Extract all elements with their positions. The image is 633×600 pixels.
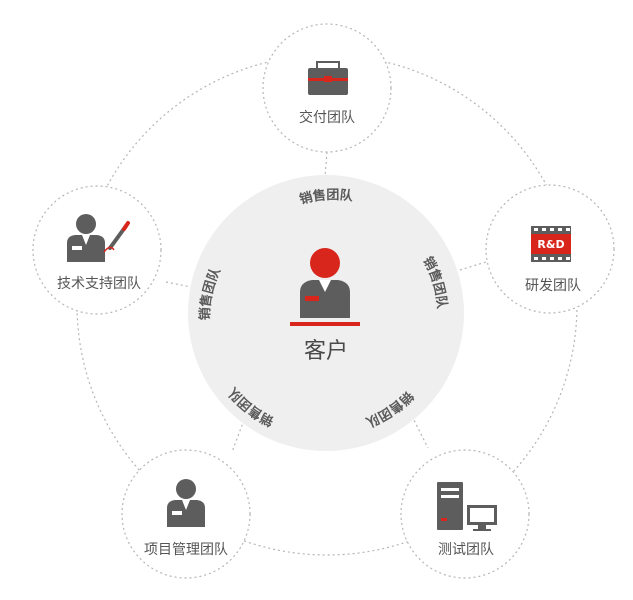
node-label-support: 技术支持团队 bbox=[57, 276, 141, 292]
spoke-top bbox=[324, 151, 328, 177]
spoke-bottom-left bbox=[231, 419, 245, 453]
spoke-right bbox=[459, 261, 487, 271]
rd-badge-text: R&D bbox=[537, 238, 564, 251]
node-label-rd: 研发团队 bbox=[525, 278, 581, 294]
node-pm-team[interactable]: 项目管理团队 bbox=[121, 449, 251, 579]
computer-icon bbox=[437, 482, 497, 531]
node-testing-team[interactable]: 测试团队 bbox=[400, 449, 530, 579]
node-support-team[interactable]: 技术支持团队 bbox=[32, 185, 162, 315]
node-label-testing: 测试团队 bbox=[438, 542, 494, 558]
center-label: 客户 bbox=[304, 339, 348, 364]
node-label-delivery: 交付团队 bbox=[299, 109, 355, 126]
briefcase-icon bbox=[308, 61, 348, 95]
customer-person-icon bbox=[290, 248, 360, 326]
node-delivery-team[interactable]: 交付团队 bbox=[262, 23, 392, 153]
node-label-pm: 项目管理团队 bbox=[144, 542, 228, 558]
spoke-bottom-right bbox=[411, 415, 429, 449]
support-person-pen-icon bbox=[67, 214, 130, 262]
manager-person-icon bbox=[167, 479, 205, 527]
rd-film-icon: R&D bbox=[531, 226, 571, 262]
node-rd-team[interactable]: R&D 研发团队 bbox=[485, 184, 615, 314]
